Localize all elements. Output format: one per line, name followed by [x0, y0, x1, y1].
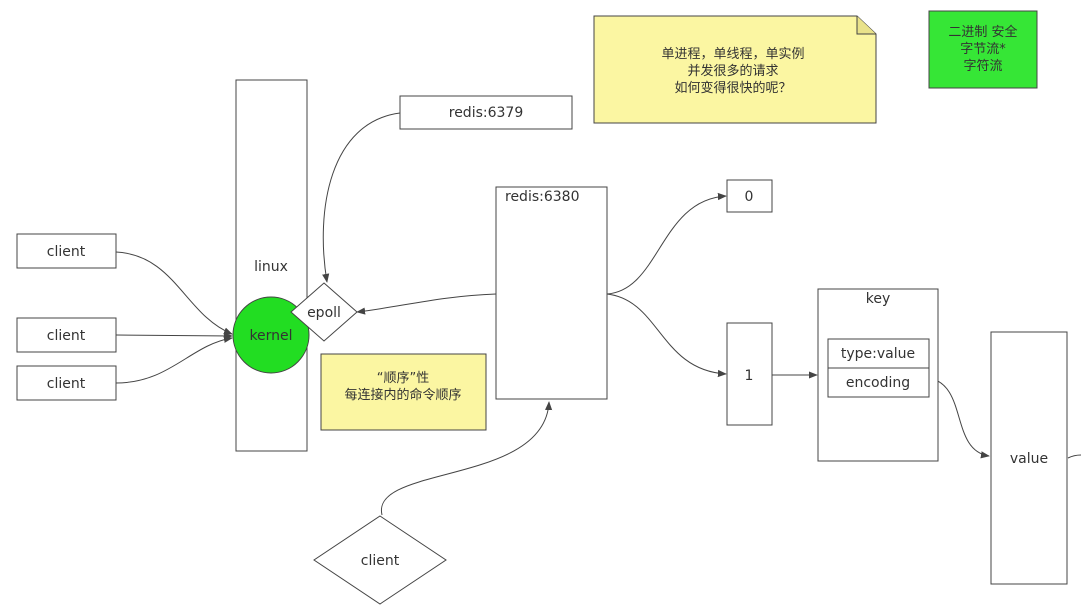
edge-client1-kernel [115, 251, 233, 335]
linux-node: linux [235, 79, 308, 452]
edge-redis6380-slot1 [606, 293, 727, 378]
note-binary-safe: 二进制 安全 字节流* 字符流 [928, 10, 1038, 89]
edge-client3-kernel [115, 335, 233, 384]
client-bottom-label: client [361, 553, 400, 569]
edge-redis6380-epoll [356, 293, 497, 315]
value-label: value [1010, 451, 1048, 467]
slot-0-node: 0 [726, 179, 773, 213]
key-type-field [827, 338, 930, 369]
note-single-thread: 单进程，单线程，单实例 并发很多的请求 如何变得很快的呢？ [593, 15, 877, 124]
slot-1-node: 1 [726, 322, 773, 426]
key-type-label: type:value [841, 346, 915, 362]
note-line: 字节流* [960, 42, 1006, 57]
client-label: client [47, 328, 86, 344]
note-line: 每连接内的命令顺序 [344, 387, 461, 403]
slot-0-label: 0 [745, 189, 754, 205]
note-line: 并发很多的请求 [687, 63, 778, 79]
kernel-node: kernel [232, 296, 310, 374]
kernel-label: kernel [249, 328, 292, 344]
redis-6380-node: redis:6380 [495, 186, 608, 400]
client-node-1: client [16, 233, 117, 269]
edge-encoding-value [928, 377, 990, 459]
redis-6379-label: redis:6379 [449, 105, 523, 121]
client-node-2: client [16, 317, 117, 353]
note-line: 字符流 [963, 58, 1002, 74]
redis-6380-label: redis:6380 [505, 189, 579, 205]
edge-redis6380-slot0 [606, 192, 727, 295]
linux-label: linux [254, 259, 288, 275]
client-bottom-node: client [313, 515, 447, 605]
epoll-node: epoll [290, 282, 358, 342]
slot-1-label: 1 [745, 368, 754, 384]
note-line: “顺序”性 [377, 371, 429, 386]
note-line: 二进制 安全 [948, 24, 1017, 40]
connectors [115, 112, 1081, 516]
client-node-3: client [16, 365, 117, 401]
edge-value-offscreen [1067, 454, 1081, 459]
note-line: 单进程，单线程，单实例 [661, 47, 804, 62]
key-encoding-field [827, 367, 930, 398]
key-title: key [866, 291, 891, 307]
epoll-label: epoll [307, 305, 341, 321]
value-node: value [990, 331, 1068, 585]
edge-client2-kernel [115, 332, 233, 340]
key-node: key type:value encoding [817, 288, 939, 462]
client-label: client [47, 244, 86, 260]
note-line: 如何变得很快的呢？ [674, 80, 791, 96]
key-encoding-label: encoding [846, 375, 910, 391]
note-order: “顺序”性 每连接内的命令顺序 [320, 353, 487, 431]
edge-redis6379-epoll [322, 112, 401, 283]
edge-client-bottom-redis6380 [381, 401, 553, 516]
client-label: client [47, 376, 86, 392]
redis-6379-node: redis:6379 [399, 95, 573, 130]
